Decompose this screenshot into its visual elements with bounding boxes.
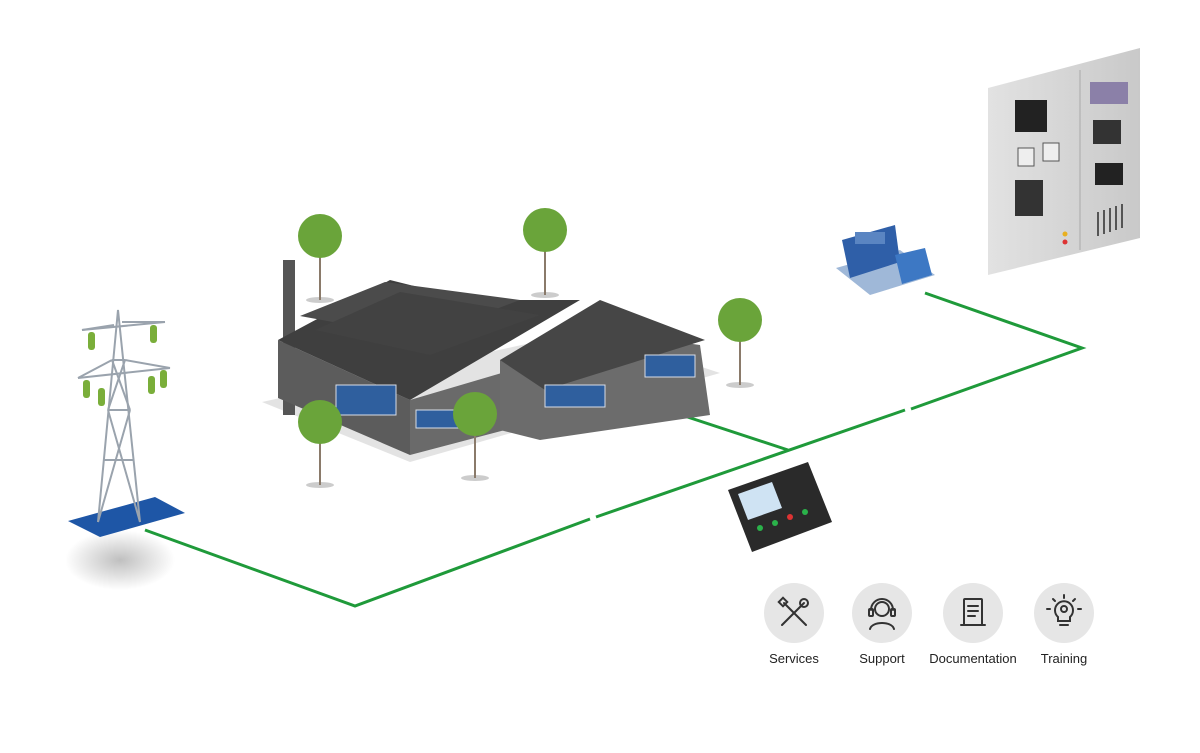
trees xyxy=(298,208,762,488)
line-bus-to-genset xyxy=(910,291,1087,411)
nav-label: Training xyxy=(1040,651,1088,666)
tree xyxy=(523,208,567,298)
transmission-tower[interactable] xyxy=(65,309,185,590)
controller-unit[interactable] xyxy=(728,462,832,552)
factory[interactable] xyxy=(262,260,720,462)
nav-item-services[interactable]: Services xyxy=(739,583,849,666)
tree xyxy=(298,214,342,303)
tools-icon xyxy=(764,583,824,643)
nav-label: Support xyxy=(859,651,905,666)
nav-label: Services xyxy=(769,651,819,666)
line-main-bus xyxy=(595,408,906,519)
lightbulb-gear-icon xyxy=(1034,583,1094,643)
nav-item-documentation[interactable]: Documentation xyxy=(918,583,1028,666)
line-tower-to-corner xyxy=(144,517,591,608)
headset-icon xyxy=(852,583,912,643)
tree xyxy=(298,400,342,488)
document-icon xyxy=(943,583,1003,643)
generator-set[interactable] xyxy=(836,225,935,295)
control-cabinet[interactable] xyxy=(988,48,1140,275)
nav-item-support[interactable]: Support xyxy=(827,583,937,666)
tree xyxy=(718,298,762,388)
nav-item-training[interactable]: Training xyxy=(1009,583,1119,666)
tree xyxy=(453,392,497,481)
nav-label: Documentation xyxy=(929,651,1017,666)
